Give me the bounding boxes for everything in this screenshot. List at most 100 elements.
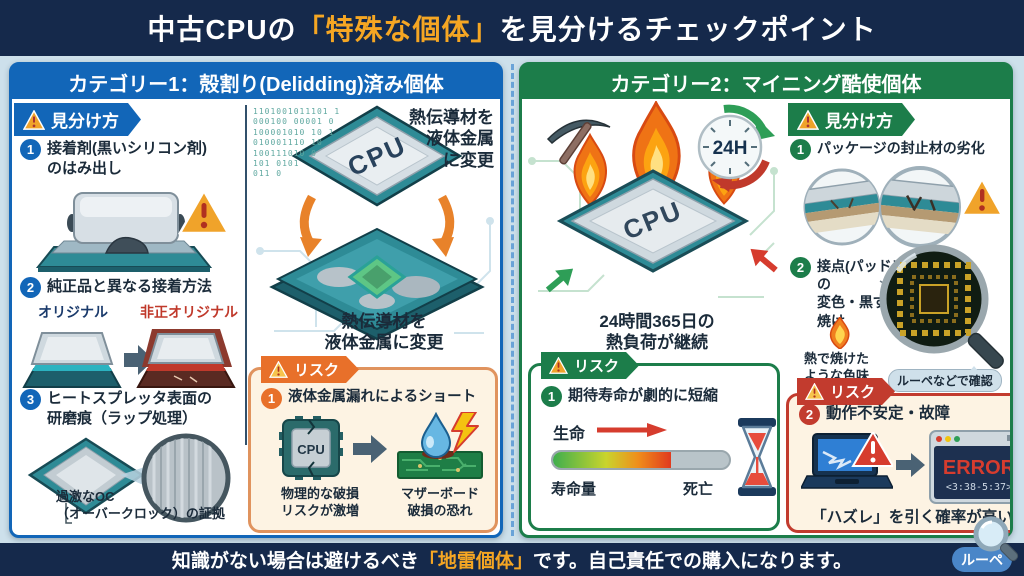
warning-icon xyxy=(851,432,893,467)
panel-divider xyxy=(511,64,514,536)
item-number: 2 xyxy=(799,404,820,425)
lifespan-amount-label: 寿命量 xyxy=(551,481,597,498)
item-number: 1 xyxy=(790,139,811,160)
title-bar: 中古CPUの「特殊な個体」を見分けるチェックポイント xyxy=(0,0,1024,56)
package-degradation-illustration xyxy=(800,166,1005,248)
cpu-comparison-illustration xyxy=(22,329,236,388)
death-label: 死亡 xyxy=(683,481,714,498)
liquid-metal-note-bottom: 熱伝導材を 液体金属に変更 xyxy=(324,312,444,353)
risk-banner-label: リスク xyxy=(574,358,620,375)
risk-banner-label: リスク xyxy=(830,384,876,401)
mining-caption: 24時間365日の 熱負荷が継続 xyxy=(599,312,715,353)
warning-icon xyxy=(805,383,824,400)
error-label: ERROR xyxy=(943,457,1010,479)
warning-icon xyxy=(269,361,288,378)
polished-cpu-illustration xyxy=(27,433,231,524)
column-divider xyxy=(245,105,247,445)
risk-fault-item: 2 動作不安定・故障 xyxy=(799,404,950,425)
loupe-contacts-illustration xyxy=(879,244,1004,369)
loupe-handle xyxy=(967,332,1004,369)
green-arrow-icon xyxy=(545,268,574,293)
error-window-icon: ERROR <3:38-5:37> xyxy=(929,430,1010,504)
warning-icon xyxy=(549,357,568,374)
error-code: <3:38-5:37> xyxy=(946,482,1010,493)
risk-life-text: 期待寿命が劇的に短縮 xyxy=(568,387,719,404)
warning-icon xyxy=(797,110,819,130)
identify-banner-left: 見分け方 xyxy=(14,103,141,136)
arrow-right-icon xyxy=(124,345,154,375)
circuit-decoration xyxy=(528,157,778,298)
identify-banner-label: 見分け方 xyxy=(51,112,119,131)
title-highlight: 「特殊な個体」 xyxy=(296,14,500,45)
cpu-lid: CPU xyxy=(291,105,463,207)
check-item-seal: 1 パッケージの封止材の劣化 xyxy=(790,139,985,160)
risk-item-1: 1 液体金属漏れによるショート xyxy=(261,388,476,409)
category1-header: カテゴリー1：殻割り(Delidding)済み個体 xyxy=(12,65,500,99)
arrow-right-icon xyxy=(353,435,387,463)
liquid-metal-note-top: 熱伝導材を 液体金属 に変更 xyxy=(409,108,494,170)
oc-evidence-caption: 過激なOC （オーバークロック）の証拠 xyxy=(56,489,225,521)
risk-life-item: 1 期待寿命が劇的に短縮 xyxy=(541,386,718,407)
check-item-2-text: 純正品と異なる接着方法 xyxy=(47,278,213,295)
item-number: 2 xyxy=(790,257,811,278)
loupe-icon xyxy=(973,516,1019,562)
label-original: オリジナル xyxy=(38,304,108,320)
footer-prefix: 知識がない場合は避けるべき xyxy=(171,551,419,572)
title-suffix: を見分けるチェックポイント xyxy=(499,14,877,45)
original-cpu xyxy=(22,332,122,388)
risk-banner: リスク xyxy=(261,356,359,383)
panel-category2: カテゴリー2：マイニング酷使個体 xyxy=(519,62,1013,538)
adhesive-blob xyxy=(104,236,149,254)
risk-banner-label: リスク xyxy=(294,362,340,379)
item-number: 2 xyxy=(20,277,41,298)
item-number: 1 xyxy=(541,386,562,407)
water-drop-icon xyxy=(420,412,452,458)
check-item-1-text: 接着剤(黒いシリコン剤) のはみ出し xyxy=(47,140,207,177)
label-non-original: 非正オリジナル xyxy=(140,304,238,320)
category2-header: カテゴリー2：マイニング酷使個体 xyxy=(522,65,1010,99)
down-arrow-icon xyxy=(299,194,322,257)
risk-box-delid: リスク 1 液体金属漏れによるショート CPU xyxy=(248,367,498,533)
loupe-check-callout: ルーペなどで確認 xyxy=(888,366,1002,392)
footer-highlight: 「地雷個体」 xyxy=(418,551,533,572)
risk-fault-text: 動作不安定・故障 xyxy=(826,405,951,422)
title-prefix: 中古CPUの xyxy=(147,14,297,45)
item-number: 1 xyxy=(261,388,282,409)
modified-cpu xyxy=(136,329,236,388)
arrow-right-icon xyxy=(896,453,925,477)
red-arrow-icon xyxy=(750,248,778,273)
footer-suffix: です。自己責任での購入になります。 xyxy=(532,551,853,572)
footer-bar: 知識がない場合は避けるべき「地雷個体」です。自己責任での購入になります。 xyxy=(0,543,1024,576)
loupe-button-label: ルーペ xyxy=(961,551,1003,568)
down-arrow-icon xyxy=(432,194,455,257)
pickaxe-icon xyxy=(546,119,611,165)
item-number: 1 xyxy=(20,139,41,160)
delid-cpu-illustration: CPU xyxy=(256,105,494,341)
lifespan-gauge xyxy=(551,450,731,470)
check-item-3-text: ヒートスプレッタ表面の 研磨痕（ラップ処理） xyxy=(47,390,213,427)
short-circuit-illustration xyxy=(397,412,483,479)
red-arrow-icon xyxy=(597,423,667,437)
check-item-1: 1 接着剤(黒いシリコン剤) のはみ出し xyxy=(20,139,207,178)
clock-24h-label: 24H xyxy=(713,138,748,159)
risk-caption-left: 物理的な破損 リスクが激増 xyxy=(280,486,359,518)
warning-icon xyxy=(959,176,1005,217)
risk-box-lifespan: リスク 1 期待寿命が劇的に短縮 生命 寿命量 死亡 xyxy=(528,363,780,531)
clock-24h-icon: 24H xyxy=(697,104,775,192)
check-item-2: 2 純正品と異なる接着方法 xyxy=(20,277,212,298)
identify-banner-label: 見分け方 xyxy=(825,112,893,131)
flame-icon xyxy=(829,317,850,349)
item-number: 3 xyxy=(20,389,41,410)
check-item-seal-text: パッケージの封止材の劣化 xyxy=(817,140,985,156)
risk-fault-caption: 「ハズレ」を引く確率が高い xyxy=(811,509,1010,526)
check-item-3: 3 ヒートスプレッタ表面の 研磨痕（ラップ処理） xyxy=(20,389,212,428)
risk-box-fault: リスク 2 動作不安定・故障 xyxy=(786,393,1010,533)
identify-banner-right: 見分け方 xyxy=(788,103,915,136)
broken-laptop-icon xyxy=(801,432,893,489)
warning-icon xyxy=(23,110,45,130)
cpu-base xyxy=(269,227,485,341)
risk-caption-right: マザーボード 破損の恐れ xyxy=(400,486,479,518)
cpu-adhesive-illustration xyxy=(35,188,229,272)
risk-banner: リスク xyxy=(541,352,639,379)
